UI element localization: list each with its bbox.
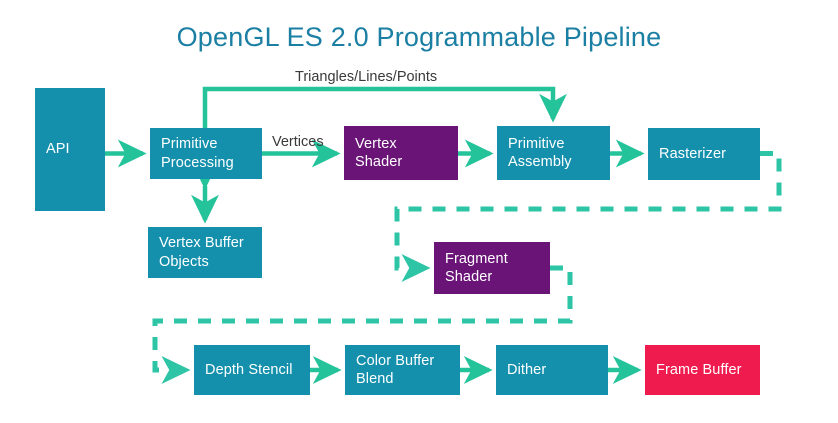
node-api-label: API [46, 141, 70, 158]
node-primitive-processing-line2: Processing [161, 154, 234, 171]
node-color-buffer-blend-line1: Color Buffer [356, 352, 435, 369]
node-vertex-buffer-objects-label: Vertex Buffer Objects [159, 234, 244, 270]
edge-triangles-lines-points [202, 86, 567, 128]
node-fragment-shader-line2: Shader [445, 269, 493, 285]
node-primitive-processing-label: Primitive Processing [161, 135, 234, 171]
node-primitive-processing[interactable]: Primitive Processing [150, 128, 262, 179]
edge-label-vertices: Vertices [272, 134, 324, 150]
node-vertex-buffer-objects[interactable]: Vertex Buffer Objects [148, 227, 262, 278]
node-depth-stencil-label: Depth Stencil [205, 361, 293, 378]
node-color-buffer-blend-line2: Blend [356, 371, 394, 387]
node-dither-label: Dither [507, 361, 547, 378]
node-primitive-assembly[interactable]: Primitive Assembly [497, 126, 610, 180]
page-title: OpenGL ES 2.0 Programmable Pipeline [176, 22, 662, 52]
node-fragment-shader[interactable]: Fragment Shader [434, 242, 550, 294]
node-fragment-shader-label: Fragment Shader [445, 250, 508, 286]
node-depth-stencil[interactable]: Depth Stencil [194, 345, 310, 395]
node-vertex-buffer-objects-line1: Vertex Buffer [159, 235, 244, 252]
node-dither[interactable]: Dither [496, 345, 608, 395]
node-color-buffer-blend-label: Color Buffer Blend [356, 352, 434, 388]
node-color-buffer-blend[interactable]: Color Buffer Blend [345, 345, 460, 395]
node-api[interactable]: API [35, 88, 105, 211]
edge-rasterizer-to-fragment-shader [394, 151, 782, 282]
node-frame-buffer[interactable]: Frame Buffer [645, 345, 760, 395]
node-vertex-buffer-objects-line2: Objects [159, 253, 209, 270]
node-vertex-shader-label: Vertex Shader [355, 135, 403, 170]
node-vertex-shader[interactable]: Vertex Shader [344, 126, 458, 180]
node-primitive-assembly-line2: Assembly [508, 154, 572, 170]
node-frame-buffer-label: Frame Buffer [656, 361, 742, 378]
node-primitive-processing-line1: Primitive [161, 136, 218, 153]
node-fragment-shader-line1: Fragment [445, 250, 508, 267]
node-primitive-assembly-label: Primitive Assembly [508, 135, 572, 171]
node-primitive-assembly-line1: Primitive [508, 135, 565, 152]
node-rasterizer[interactable]: Rasterizer [648, 128, 760, 180]
node-rasterizer-label: Rasterizer [659, 145, 727, 162]
edge-label-triangles-lines-points: Triangles/Lines/Points [295, 69, 438, 85]
